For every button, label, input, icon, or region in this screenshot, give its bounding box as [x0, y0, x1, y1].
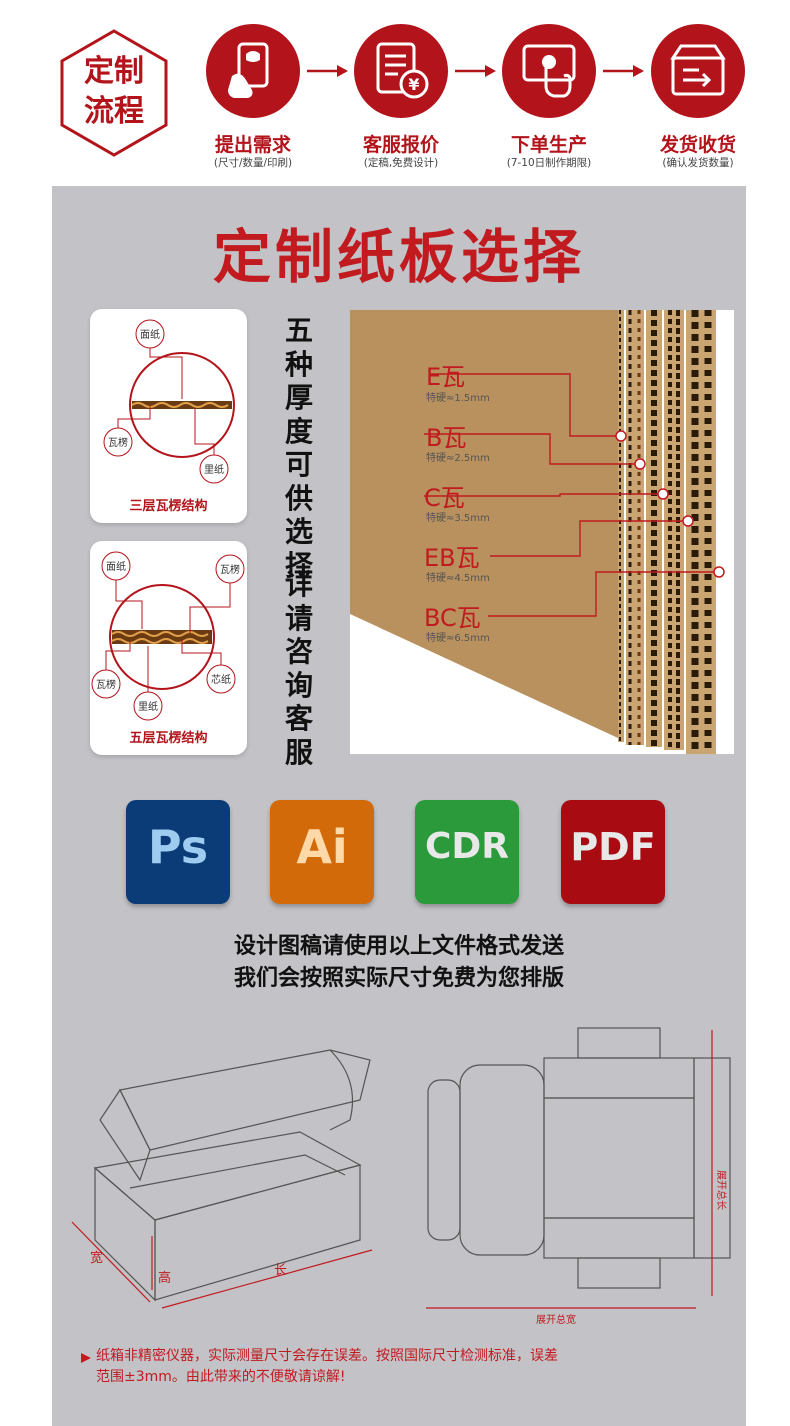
- badge-line-2: 流程: [84, 94, 144, 129]
- pdf-icon: PDF: [561, 800, 665, 904]
- dim-unfold-length-label: 展开总长: [715, 1170, 728, 1210]
- triangle-bullet-icon: [81, 1353, 91, 1363]
- badge-line-1: 定制: [84, 54, 144, 89]
- arrow-right-icon: [307, 65, 348, 77]
- format-note-2: 我们会按照实际尺寸免费为您排版: [233, 966, 564, 991]
- vertical-text-contact: 详请咨询客服: [283, 568, 315, 769]
- flute-e-spec: 特硬≈1.5mm: [426, 393, 490, 404]
- dim-length-label: 长: [274, 1263, 287, 1278]
- flute-eb-label: EB瓦: [424, 544, 480, 572]
- step-4-circle: [651, 24, 745, 118]
- arrow-right-icon: [455, 65, 496, 77]
- board-title: 定制纸板选择: [212, 223, 585, 291]
- five-layer-card: 面纸 瓦楞 瓦楞 里纸 芯纸 五层瓦楞结构: [90, 541, 247, 755]
- five-label-face: 面纸: [106, 560, 126, 573]
- flute-c-spec: 特硬≈3.5mm: [426, 513, 490, 524]
- coreldraw-icon: CDR: [415, 800, 519, 904]
- svg-text:¥: ¥: [408, 75, 419, 94]
- five-label-core: 芯纸: [211, 673, 231, 686]
- arrow-right-icon: [603, 65, 644, 77]
- format-note-1: 设计图稿请使用以上文件格式发送: [233, 934, 564, 959]
- three-layer-diagram: 面纸 瓦楞 里纸: [103, 319, 235, 484]
- disclaimer-note: 纸箱非精密仪器，实际测量尺寸会存在误差。按照国际尺寸检测标准，误差 范围±3mm…: [96, 1346, 656, 1388]
- phone-hand-icon: [228, 42, 269, 98]
- flute-e-label: E瓦: [426, 363, 466, 391]
- step-3-sub: (7-10日制作期限): [506, 157, 592, 169]
- vertical-text-2: 详请咨询客服: [284, 568, 313, 769]
- flute-bc-label: BC瓦: [424, 604, 481, 632]
- three-layer-title: 三层瓦楞结构: [129, 499, 208, 514]
- flute-b-spec: 特硬≈2.5mm: [426, 453, 490, 464]
- three-label-flute: 瓦楞: [108, 436, 128, 449]
- flute-eb-spec: 特硬≈4.5mm: [426, 573, 490, 584]
- three-label-face: 面纸: [140, 328, 160, 341]
- step-3-circle: [502, 24, 596, 118]
- five-label-flute-top: 瓦楞: [220, 563, 240, 576]
- hexagon-badge: [60, 29, 168, 157]
- five-layer-diagram: 面纸 瓦楞 瓦楞 里纸 芯纸: [91, 551, 245, 721]
- process-badge: 定制 流程: [58, 52, 170, 132]
- flute-b-label: B瓦: [426, 424, 467, 452]
- flute-c-label: C瓦: [424, 484, 465, 512]
- vertical-text-thickness: 五种厚度可供选择: [283, 314, 315, 582]
- vertical-text-1: 五种厚度可供选择: [284, 314, 313, 582]
- disclaimer-line-1: 纸箱非精密仪器，实际测量尺寸会存在误差。按照国际尺寸检测标准，误差: [96, 1348, 558, 1364]
- flute-sample-illustration: [350, 310, 734, 754]
- photoshop-icon: Ps: [126, 800, 230, 904]
- dim-unfold-width-label: 展开总宽: [536, 1313, 576, 1326]
- invoice-yen-icon: ¥: [376, 42, 429, 99]
- step-4-title: 发货收货: [659, 134, 736, 156]
- step-1-title: 提出需求: [214, 134, 291, 156]
- step-3-title: 下单生产: [510, 134, 587, 156]
- five-label-flute-bottom: 瓦楞: [96, 678, 116, 691]
- step-1-sub: (尺寸/数量/印刷): [213, 157, 293, 169]
- illustrator-icon: Ai: [270, 800, 374, 904]
- dim-width-label: 宽: [90, 1250, 103, 1266]
- flute-bc-spec: 特硬≈6.5mm: [426, 633, 490, 644]
- step-4-sub: (确认发货数量): [662, 157, 734, 169]
- box-3d-illustration: 宽 高 长: [71, 1049, 373, 1309]
- cdr-label: CDR: [424, 826, 510, 867]
- touch-phone-icon: [522, 44, 576, 98]
- step-1-circle: [206, 24, 300, 118]
- five-layer-title: 五层瓦楞结构: [129, 731, 208, 746]
- dieline-illustration: 展开总长 展开总宽: [426, 1027, 731, 1326]
- disclaimer-line-2: 范围±3mm。由此带来的不便敬请谅解!: [96, 1369, 346, 1385]
- dim-height-label: 高: [158, 1270, 171, 1286]
- step-2-circle: ¥: [354, 24, 448, 118]
- step-2-sub: (定稿,免费设计): [363, 157, 439, 169]
- ps-label: Ps: [147, 820, 209, 874]
- shipping-box-icon: [670, 44, 726, 96]
- step-2-title: 客服报价: [362, 134, 439, 156]
- pdf-label: PDF: [570, 825, 656, 869]
- three-label-liner: 里纸: [204, 463, 224, 476]
- three-layer-card: 面纸 瓦楞 里纸 三层瓦楞结构: [90, 309, 247, 523]
- ai-label: Ai: [296, 820, 348, 874]
- five-label-liner: 里纸: [138, 700, 158, 713]
